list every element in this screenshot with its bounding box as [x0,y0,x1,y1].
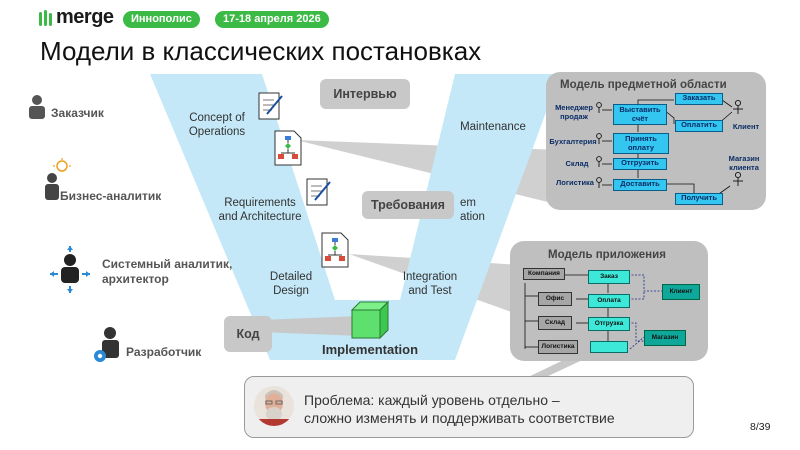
app-warehouse-node: Склад [538,316,572,330]
action-invoice: Выставить счёт [613,104,667,125]
business-analyst-lightbulb-icon [45,158,71,200]
action-order: Заказать [675,93,723,105]
brand-logo: merge [56,6,114,28]
v-label-implementation: Implementation [321,342,419,357]
problem-callout-text: Проблема: каждый уровень отдельно – слож… [304,392,615,426]
actor-warehouse: Склад [565,159,589,168]
system-analyst-arrows-icon [50,246,90,293]
merge-logo-icon [39,10,52,26]
app-company-node: Компания [523,268,565,280]
action-accept-payment: Принять оплату [613,133,669,154]
speaker-avatar [254,386,294,426]
diagram-document-icon [274,130,302,166]
app-store-node: Магазин [644,330,686,346]
action-ship: Отгрузить [613,158,667,170]
customer-person-icon [29,95,45,119]
action-deliver: Доставить [613,179,667,191]
v-label-maintenance: Maintenance [460,121,526,133]
problem-callout [244,376,694,438]
actor-client-store: Магазин клиента [728,154,760,172]
actor-sales-manager: Менеджер продаж [555,103,593,121]
code-connector [260,316,360,336]
slide-title: Модели в классических постановках [40,36,482,66]
app-model-connectors [524,274,662,350]
code-cube-icon [350,300,390,340]
city-badge: Иннополис [123,11,200,28]
app-payment-node: Оплата [588,294,630,308]
app-order-node: Заказ [588,270,630,284]
role-customer-label: Заказчик [51,106,104,120]
role-developer-label: Разработчик [126,345,202,359]
document-pen-icon [258,92,283,120]
actor-client: Клиент [732,122,760,131]
actor-accounting: Бухгалтерия [549,137,597,146]
role-business-analyst-label: Бизнес-аналитик [60,189,162,203]
app-delivery-node [590,341,628,353]
date-badge: 17-18 апреля 2026 [215,11,329,28]
domain-model-connectors [596,99,743,197]
requirements-artifact: Требования [362,191,454,219]
code-artifact: Код [224,316,272,352]
action-pay: Оплатить [675,120,723,132]
page-number: 8/39 [750,421,771,433]
action-receive: Получить [675,193,723,205]
developer-gear-icon [94,327,119,362]
document-pen-icon-2 [306,178,331,206]
app-model-title: Модель приложения [548,249,666,261]
role-system-analyst-label: Системный аналитик,архитектор [102,257,233,286]
app-office-node: Офис [538,292,572,306]
app-shipment-node: Отгрузка [588,317,630,331]
app-client-node: Клиент [662,284,700,300]
domain-model-title: Модель предметной области [560,79,727,91]
actor-logistics: Логистика [556,178,594,187]
interview-artifact: Интервью [320,79,410,109]
app-logistics-node: Логистика [538,340,578,354]
diagram-document-icon-2 [321,232,349,268]
